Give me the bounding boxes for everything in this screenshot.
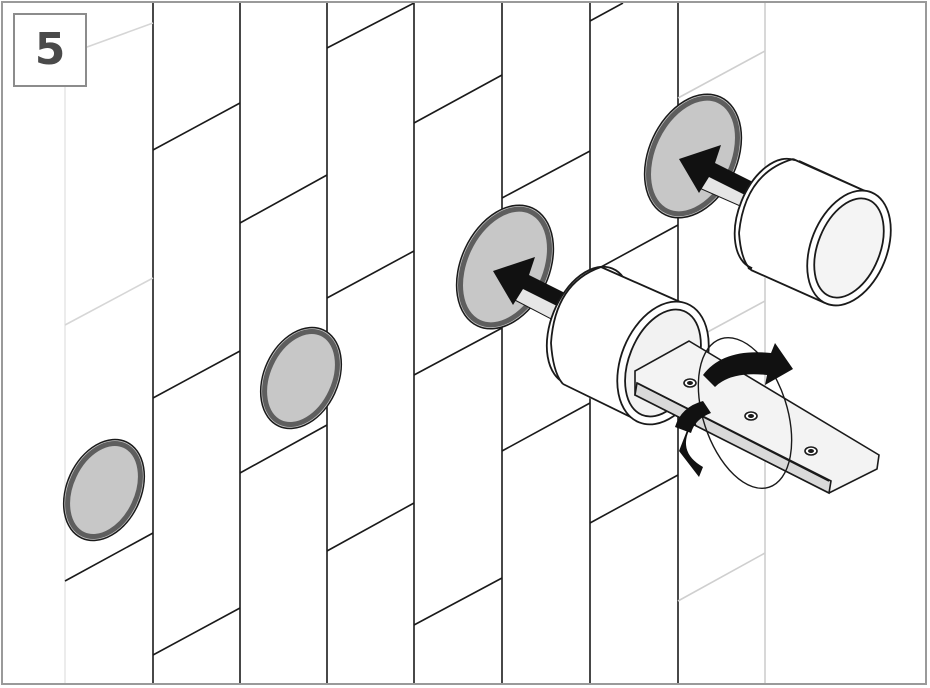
- step-number-box: 5: [13, 13, 87, 87]
- mounting-hole-icon: [245, 314, 357, 441]
- cylinder-cap-icon: [720, 147, 907, 317]
- step-number: 5: [35, 28, 66, 72]
- installation-diagram: [3, 3, 927, 685]
